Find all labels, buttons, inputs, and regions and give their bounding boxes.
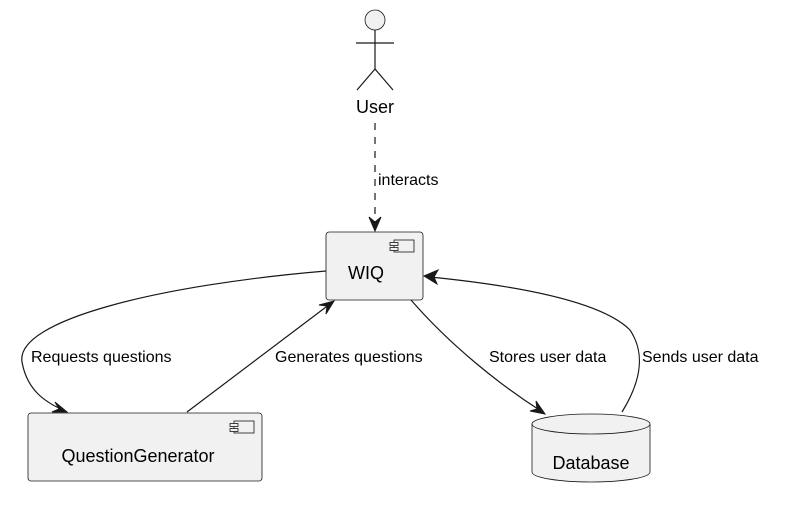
edge-sends-user-data: Sends user data (422, 268, 759, 413)
stick-figure-icon (356, 9, 394, 91)
database-label: Database (552, 453, 629, 473)
edge-interacts: interacts (368, 123, 438, 233)
user-actor: User (356, 9, 394, 117)
wiq-component: WIQ (325, 231, 424, 301)
question-generator-component: QuestionGenerator (27, 412, 263, 482)
edge-label-stores-user-data: Stores user data (489, 349, 607, 366)
arrowhead (368, 216, 382, 233)
wiq-label: WIQ (348, 263, 384, 283)
arrowhead (51, 401, 69, 413)
edge-generates-questions: Generates questions (186, 300, 423, 413)
edge-label-interacts: interacts (378, 172, 438, 189)
component-icon (229, 420, 255, 434)
edge-label-sends-user-data: Sends user data (642, 349, 759, 366)
edge-label-requests-questions: Requests questions (31, 349, 172, 366)
edge-requests-questions: Requests questions (21, 270, 327, 413)
question-generator-label: QuestionGenerator (61, 446, 214, 466)
arrowhead (422, 268, 440, 286)
component-icon (389, 239, 415, 253)
database-cylinder-icon (531, 413, 651, 483)
edge-label-generates-questions: Generates questions (275, 349, 423, 366)
user-label: User (356, 97, 394, 117)
edge-stores-user-data: Stores user data (410, 299, 607, 415)
database-node: Database (531, 413, 651, 483)
arrowhead (529, 400, 547, 415)
arrowhead (318, 300, 336, 315)
